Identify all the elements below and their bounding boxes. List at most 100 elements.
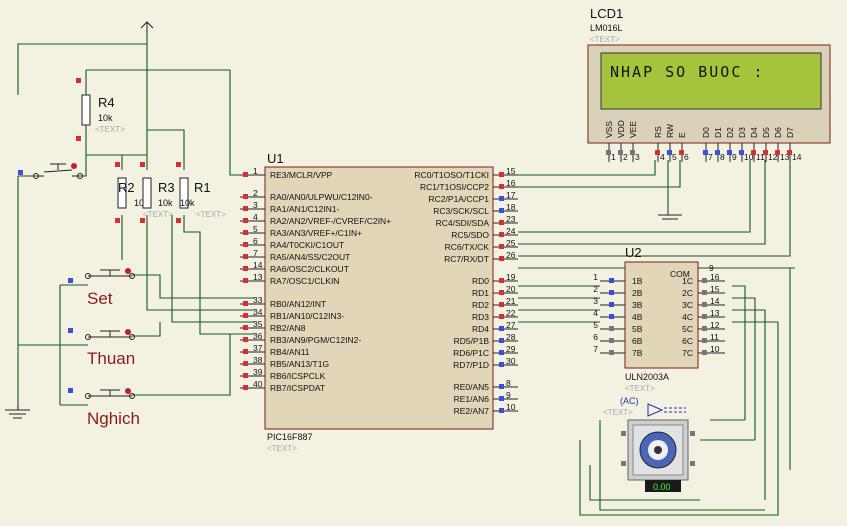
mcu-pin-number: 23 [506, 214, 516, 224]
reset-button[interactable] [18, 163, 83, 179]
mcu-pin-name: RC5/SDO [451, 230, 489, 240]
mcu-right-pin[interactable]: 21 RD2 [472, 296, 518, 310]
svg-text:<TEXT>: <TEXT> [143, 210, 173, 219]
set-button-label: Set [87, 289, 113, 308]
driver-pin-number: 6 [593, 332, 598, 342]
driver-pin-number: 3 [593, 296, 598, 306]
mcu-pin-name: RA6/OSC2/CLKOUT [270, 264, 349, 274]
lcd-module[interactable]: LCD1 LM016L <TEXT> NHAP SO BUOC : VSS1VD… [587, 6, 831, 162]
resistor-r2[interactable]: R2 10k [115, 162, 149, 223]
lcd-pin[interactable]: RS4 [653, 126, 665, 162]
resistor-r4[interactable]: R4 10k <TEXT> [76, 78, 125, 141]
svg-text:R2: R2 [118, 180, 135, 195]
stepper-motor[interactable]: (AC) <TEXT> 0.00 [603, 396, 695, 492]
motor-text-tag: <TEXT> [603, 408, 633, 417]
set-button[interactable]: Set [68, 268, 135, 308]
lcd-pin[interactable]: E6 [677, 132, 689, 162]
driver-pin-name: 3B [632, 300, 643, 310]
mcu-pin-name: RC2/P1A/CCP1 [429, 194, 490, 204]
driver-pin-number: 14 [710, 296, 720, 306]
driver-pin-number: 15 [710, 284, 720, 294]
driver-right-pin[interactable]: 14 3C [682, 296, 725, 310]
reverse-button-label: Nghich [87, 409, 140, 428]
driver-left-pin[interactable]: 3 3B [593, 296, 642, 310]
lcd-pin[interactable]: D07 [701, 127, 713, 162]
mcu-pin-number: 13 [253, 272, 263, 282]
lcd-pin[interactable]: D29 [725, 127, 737, 162]
forward-button[interactable]: Thuan [68, 328, 135, 368]
resistor-r1[interactable]: R1 10k <TEXT> [176, 162, 226, 223]
driver-pin-name: 3C [682, 300, 693, 310]
driver-pin-name: 4B [632, 312, 643, 322]
reverse-button[interactable]: Nghich [68, 388, 140, 428]
driver-pin-name: 1C [682, 276, 693, 286]
mcu-pin-number: 28 [506, 332, 516, 342]
power-terminal-icon [140, 21, 154, 35]
lcd-pin[interactable]: RW5 [665, 124, 677, 162]
lcd-pin[interactable]: D18 [713, 127, 725, 162]
mcu-pin-name: RD2 [472, 300, 489, 310]
resistor-r3[interactable]: R3 10k <TEXT> [140, 162, 175, 223]
lcd-pin-name: D0 [701, 127, 711, 138]
mcu-pin-number: 21 [506, 296, 516, 306]
lcd-pin-number: 12 [768, 152, 778, 162]
